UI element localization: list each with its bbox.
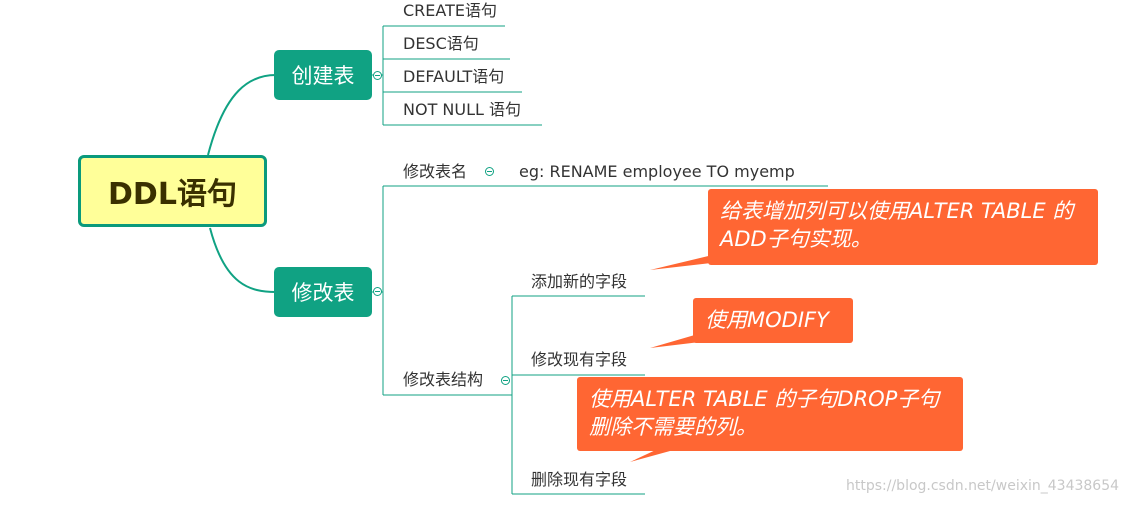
leaf-add-field[interactable]: 添加新的字段 [531, 272, 628, 291]
leaf-rename-example[interactable]: eg: RENAME employee TO myemp [519, 162, 795, 181]
topic-modify-table[interactable]: 修改表 [274, 267, 372, 317]
leaf-rename-table[interactable]: 修改表名 [403, 162, 468, 181]
topic-create-table[interactable]: 创建表 [274, 50, 372, 100]
connector-root-modify [209, 227, 277, 293]
leaf-desc-statement[interactable]: DESC语句 [403, 34, 479, 53]
leaf-drop-field[interactable]: 删除现有字段 [531, 470, 628, 489]
root-node[interactable]: DDL语句 [78, 155, 267, 227]
leaf-modify-structure[interactable]: 修改表结构 [403, 370, 484, 389]
topic-modify-table-label: 修改表 [291, 281, 355, 305]
leaf-modify-field[interactable]: 修改现有字段 [531, 350, 628, 369]
root-label: DDL语句 [108, 177, 237, 212]
watermark: https://blog.csdn.net/weixin_43438654 [846, 478, 1120, 494]
callout-drop-column: 使用ALTER TABLE 的子句DROP子句 删除不需要的列。 [577, 377, 963, 451]
callout-modify-pointer [650, 332, 705, 348]
callout-drop-pointer [630, 448, 670, 462]
callout-add-pointer [650, 252, 725, 270]
topic-create-table-label: 创建表 [291, 64, 355, 88]
collapse-icon[interactable] [373, 71, 382, 80]
collapse-icon[interactable] [485, 167, 494, 176]
collapse-icon[interactable] [373, 287, 382, 296]
callout-add-column: 给表增加列可以使用ALTER TABLE 的 ADD子句实现。 [708, 189, 1098, 265]
leaf-default-statement[interactable]: DEFAULT语句 [403, 67, 505, 86]
callout-modify: 使用MODIFY [693, 298, 853, 343]
callout-add-text: 给表增加列可以使用ALTER TABLE 的 ADD子句实现。 [720, 199, 1074, 251]
connector-root-create [207, 74, 277, 156]
leaf-not-null-statement[interactable]: NOT NULL 语句 [403, 100, 522, 119]
collapse-icon[interactable] [501, 376, 510, 385]
callout-drop-text: 使用ALTER TABLE 的子句DROP子句 删除不需要的列。 [589, 387, 940, 439]
leaf-create-statement[interactable]: CREATE语句 [403, 1, 497, 20]
callout-modify-text: 使用MODIFY [705, 308, 829, 332]
